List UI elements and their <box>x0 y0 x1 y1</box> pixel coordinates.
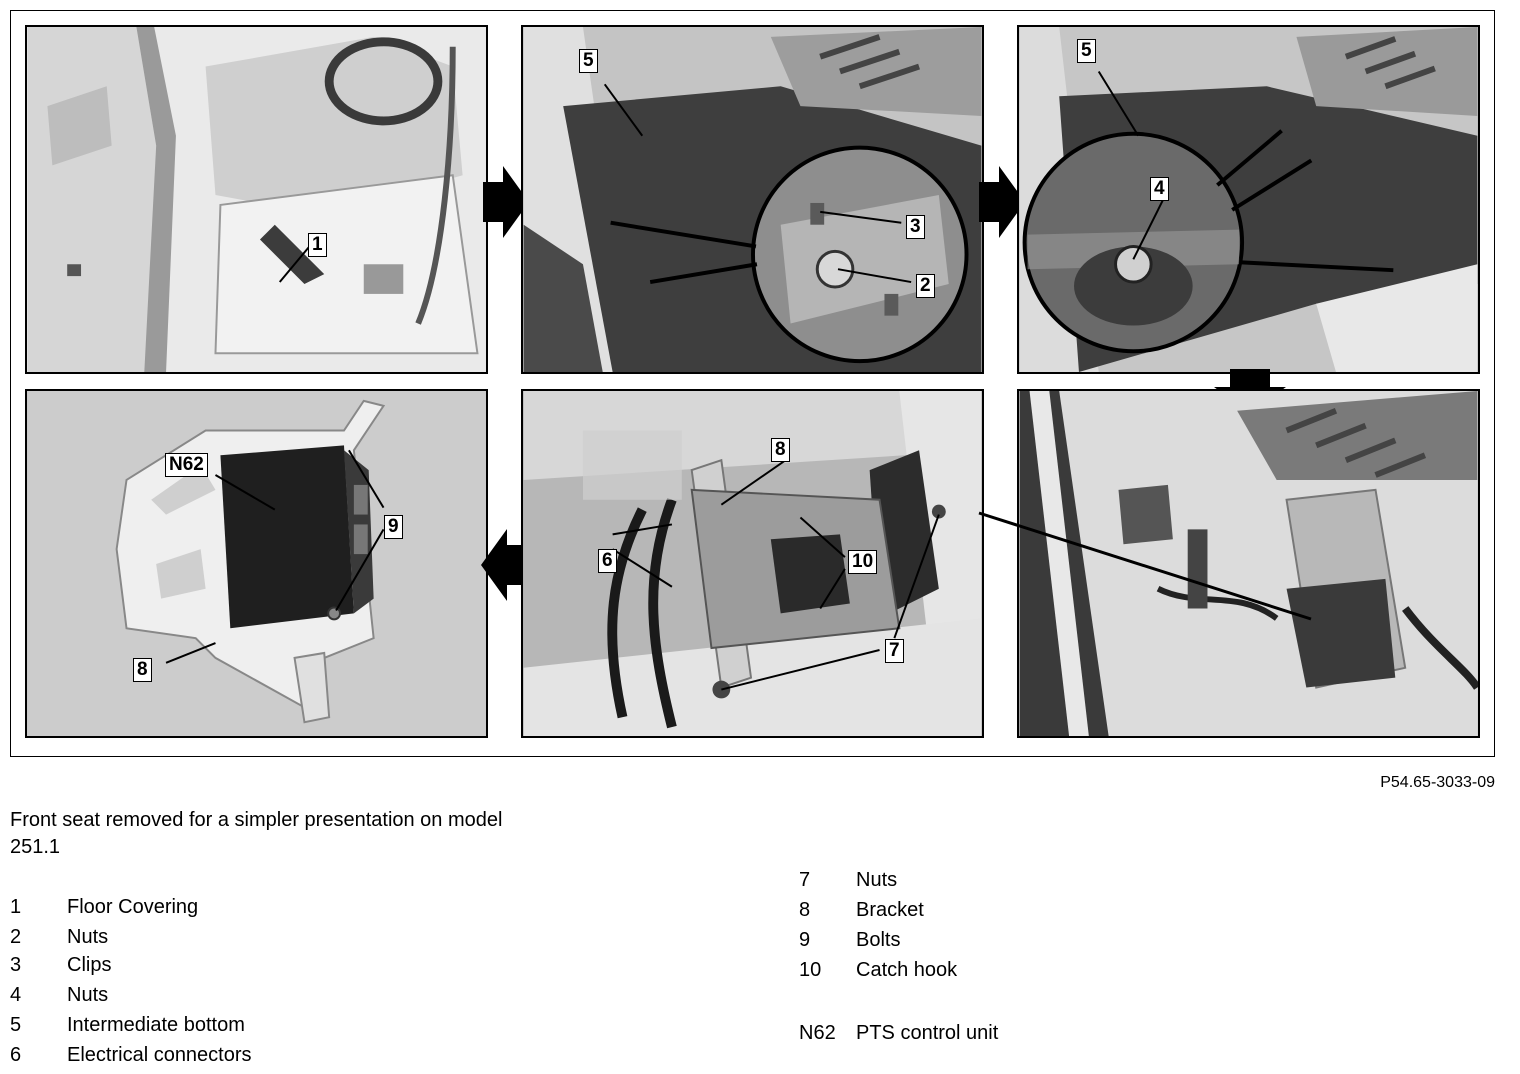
legend-number: 1 <box>10 896 22 918</box>
legend-item: 3 Clips <box>10 954 252 984</box>
legend-label: Nuts <box>856 869 898 891</box>
illustration-frame: 1 5 3 2 <box>10 10 1495 757</box>
legend-label: Floor Covering <box>67 896 199 918</box>
callout-3: 3 <box>906 215 925 239</box>
callout-2: 2 <box>916 274 935 298</box>
legend-number: 10 <box>799 959 822 981</box>
legend-label: Clips <box>67 954 112 976</box>
legend-label: Nuts <box>67 984 109 1006</box>
legend-number: 3 <box>10 954 22 976</box>
callout-5: 5 <box>579 49 598 73</box>
bracket-connectors-image <box>523 391 982 736</box>
callout-8: 8 <box>133 658 152 682</box>
legend-item: 8 Bracket <box>799 899 998 929</box>
legend-number: 8 <box>799 899 811 921</box>
legend-number: 7 <box>799 869 811 891</box>
floor-panel-nut-image <box>1019 27 1478 372</box>
legend-item: 9 Bolts <box>799 929 998 959</box>
legend-label: Electrical connectors <box>67 1044 252 1066</box>
legend-number: 5 <box>10 1014 22 1036</box>
arrow-right-icon <box>979 166 1025 238</box>
legend-item: 5 Intermediate bottom <box>10 1014 252 1044</box>
panel-intermediate-bottom-nut: 5 4 <box>1017 25 1480 374</box>
installed-overview-image <box>1019 391 1478 736</box>
callout-6: 6 <box>598 549 617 573</box>
legend-label: Intermediate bottom <box>67 1014 245 1036</box>
legend-item: 7 Nuts <box>799 869 998 899</box>
arrow-right-icon <box>483 166 529 238</box>
arrow-left-icon <box>481 529 527 601</box>
legend-number: N62 <box>799 1022 836 1044</box>
legend-item: 4 Nuts <box>10 984 252 1014</box>
control-unit-bracket-image <box>27 391 486 736</box>
legend-item: 10 Catch hook <box>799 959 998 989</box>
door-interior-image <box>27 27 486 372</box>
floor-panel-image <box>523 27 982 372</box>
legend-label: Bracket <box>856 899 924 921</box>
legend-label: Bolts <box>856 929 901 951</box>
callout-n62: N62 <box>165 453 208 477</box>
callout-1: 1 <box>308 233 327 257</box>
panel-intermediate-bottom-clips: 5 3 2 <box>521 25 984 374</box>
legend-right: 7 Nuts 8 Bracket 9 Bolts 10 Catch hook N… <box>799 869 998 1052</box>
panel-installed-overview <box>1017 389 1480 738</box>
legend-item: 1 Floor Covering <box>10 896 252 926</box>
legend-number: 4 <box>10 984 22 1006</box>
legend-number: 2 <box>10 926 22 948</box>
callout-4: 4 <box>1150 177 1169 201</box>
legend-left: 1 Floor Covering 2 Nuts 3 Clips 4 Nuts 5… <box>10 896 252 1074</box>
caption: Front seat removed for a simpler present… <box>10 807 502 861</box>
callout-9: 9 <box>384 515 403 539</box>
caption-line-1: Front seat removed for a simpler present… <box>10 809 503 831</box>
legend-item: 2 Nuts <box>10 926 252 954</box>
panel-bracket-connectors: 8 6 10 7 <box>521 389 984 738</box>
callout-7: 7 <box>885 639 904 663</box>
legend-number: 6 <box>10 1044 22 1066</box>
callout-5: 5 <box>1077 39 1096 63</box>
panel-door-floor-covering: 1 <box>25 25 488 374</box>
legend-number: 9 <box>799 929 811 951</box>
legend-label: Catch hook <box>856 959 958 981</box>
legend-item: N62 PTS control unit <box>799 1022 998 1052</box>
caption-line-2: 251.1 <box>10 836 61 858</box>
callout-10: 10 <box>848 550 878 574</box>
callout-8: 8 <box>771 438 790 462</box>
legend-item: 6 Electrical connectors <box>10 1044 252 1074</box>
legend-label: PTS control unit <box>856 1022 999 1044</box>
pointer-line <box>978 511 1312 621</box>
panel-pts-control-unit: N62 9 8 <box>25 389 488 738</box>
legend-label: Nuts <box>67 926 109 948</box>
figure-id: P54.65-3033-09 <box>1380 774 1495 791</box>
